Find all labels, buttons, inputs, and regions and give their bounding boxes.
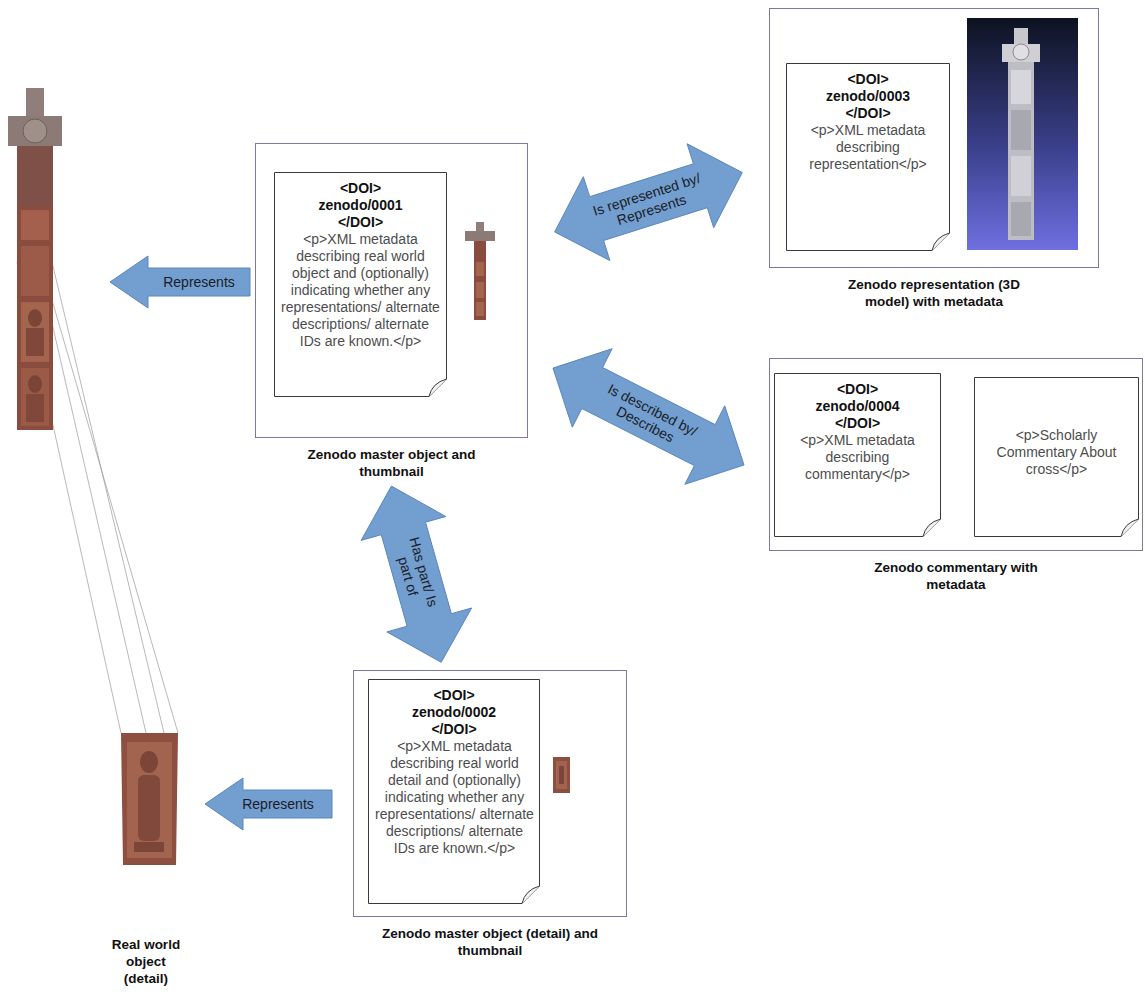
metadata-document: <DOI> zenodo/0001 </DOI><p>XML metadata … — [274, 172, 447, 397]
document-shape — [775, 374, 941, 537]
document-shape — [369, 680, 540, 904]
record-box: Zenodo representation (3D model) with me… — [769, 8, 1099, 268]
illustration-part — [21, 210, 49, 240]
represents-arrow — [205, 778, 332, 830]
document-shape — [275, 173, 447, 397]
document-fold — [923, 519, 941, 537]
illustration-part — [476, 302, 484, 316]
illustration-part — [26, 88, 44, 118]
illustration-part — [476, 282, 484, 298]
illustration-part — [23, 119, 47, 143]
illustration-part — [26, 394, 44, 422]
illustration-part — [1011, 202, 1031, 236]
box-caption: Zenodo master object (detail) and thumbn… — [365, 925, 615, 959]
doi-text: <DOI> zenodo/0004 </DOI> — [806, 381, 910, 432]
arrow-label: Represents — [163, 274, 235, 290]
relation-arrow — [361, 486, 472, 662]
detail-thumbnail — [553, 757, 570, 793]
metadata-text: <p>XML metadata describing commentary</p… — [783, 432, 933, 483]
illustration-part — [140, 751, 158, 773]
illustration-part — [556, 761, 567, 789]
box-caption: Zenodo commentary with metadata — [846, 559, 1066, 593]
illustration-part — [1011, 110, 1031, 150]
illustration-part — [138, 775, 160, 841]
metadata-text: <p>XML metadata describing representatio… — [793, 122, 943, 173]
document-fold — [1121, 519, 1139, 537]
metadata-document: <DOI> zenodo/0004 </DOI><p>XML metadata … — [774, 373, 941, 537]
record-box: Zenodo commentary with metadata<DOI> zen… — [769, 358, 1143, 551]
illustration-part — [26, 328, 44, 356]
illustration-part — [474, 241, 486, 320]
illustration-part — [21, 368, 49, 426]
illustration-part — [134, 842, 164, 852]
metadata-document: <p>Scholarly Commentary About cross</p> — [974, 377, 1139, 537]
illustration-part — [1008, 62, 1034, 240]
illustration-part — [38, 262, 146, 733]
box-caption: Zenodo master object and thumbnail — [274, 446, 510, 480]
illustration-part — [8, 116, 62, 146]
illustration-part — [28, 309, 42, 327]
document-fold — [932, 233, 950, 251]
metadata-text: <p>XML metadata describing real world ob… — [280, 231, 441, 350]
illustration-part — [1002, 44, 1040, 62]
record-box: Zenodo master object (detail) and thumbn… — [353, 670, 627, 917]
document-fold — [429, 379, 447, 397]
illustration-part — [52, 300, 178, 733]
model-3d-render — [967, 18, 1078, 250]
illustration-part — [21, 246, 49, 296]
illustration-part — [17, 146, 53, 206]
document-shape — [787, 64, 950, 251]
arrow-label: Represents — [242, 796, 314, 812]
object-caption: Real world object (detail) — [104, 936, 188, 987]
illustration-part — [121, 733, 178, 865]
cross-thumbnail — [465, 222, 495, 320]
leader-lines — [17, 262, 178, 733]
relation-arrow — [553, 349, 744, 485]
illustration-part — [1013, 44, 1029, 60]
represents-arrow — [110, 256, 250, 308]
illustration-part — [127, 742, 172, 858]
illustration-part — [476, 222, 484, 232]
illustration-part — [21, 302, 49, 362]
doi-text: <DOI> zenodo/0003 </DOI> — [816, 71, 920, 122]
record-box: Zenodo master object and thumbnail<DOI> … — [255, 143, 528, 438]
metadata-document: <DOI> zenodo/0002 </DOI><p>XML metadata … — [368, 679, 540, 904]
box-caption: Zenodo representation (3D model) with me… — [834, 276, 1034, 310]
illustration-part — [476, 262, 484, 276]
illustration-part — [28, 375, 42, 393]
detail-illustration — [121, 733, 178, 865]
illustration-part — [553, 757, 570, 793]
illustration-part — [559, 766, 564, 784]
illustration-part — [1011, 156, 1031, 196]
illustration-part — [1011, 70, 1031, 104]
document-shape — [975, 378, 1139, 537]
illustration-part — [465, 231, 495, 241]
metadata-text: <p>XML metadata describing real world de… — [374, 738, 535, 857]
relation-arrow — [555, 144, 743, 261]
illustration-part — [967, 18, 1078, 250]
document-fold — [522, 886, 540, 904]
cross-illustration — [8, 88, 62, 430]
illustration-part — [17, 146, 53, 430]
metadata-text: <p>Scholarly Commentary About cross</p> — [996, 427, 1118, 478]
illustration-part — [52, 262, 164, 733]
doi-text: <DOI> zenodo/0002 </DOI> — [402, 687, 506, 738]
metadata-document: <DOI> zenodo/0003 </DOI><p>XML metadata … — [786, 63, 950, 251]
doi-text: <DOI> zenodo/0001 </DOI> — [309, 180, 413, 231]
